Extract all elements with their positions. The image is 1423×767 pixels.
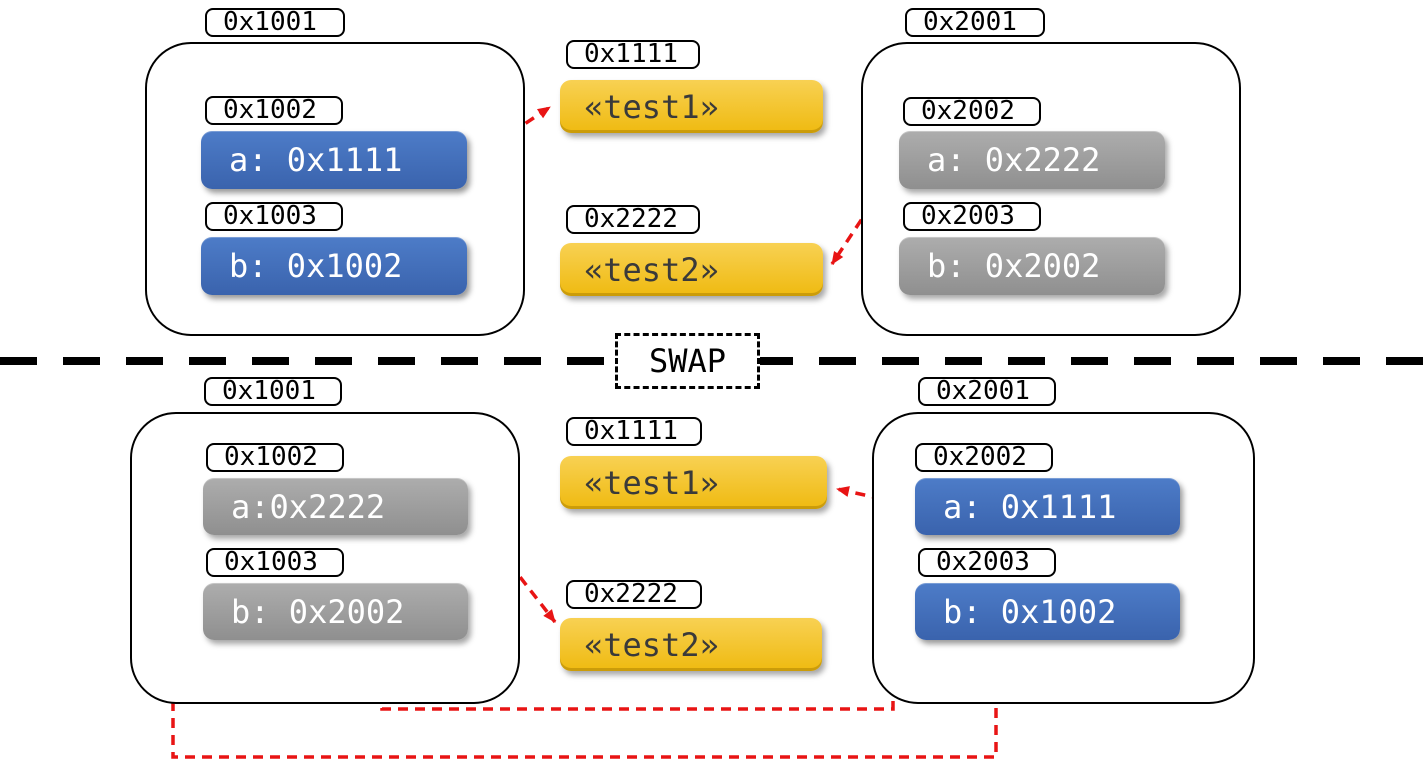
swap-label-box: SWAP [615, 333, 760, 389]
address-tab: 0x1003 [205, 202, 343, 231]
var-slot-a: a: 0x1111 [201, 131, 467, 189]
var-slot-b: b: 0x2002 [899, 237, 1165, 295]
var-slot-b: b: 0x1002 [201, 237, 467, 295]
string-object-test1: «test1» [560, 456, 827, 509]
string-object-test2: «test2» [560, 243, 823, 296]
address-tab: 0x1001 [204, 377, 342, 406]
address-tab: 0x1002 [206, 443, 344, 472]
var-slot-a: a:0x2222 [203, 478, 468, 535]
string-object-test1: «test1» [560, 80, 823, 133]
address-tab: 0x2222 [566, 580, 702, 609]
arrow-after-left-b-to-right-a [380, 506, 907, 711]
var-slot-a: a: 0x1111 [915, 478, 1180, 535]
address-tab: 0x2003 [903, 202, 1041, 231]
address-tab: 0x2002 [915, 443, 1053, 472]
address-tab: 0x2002 [903, 97, 1041, 126]
address-tab: 0x2001 [918, 377, 1056, 406]
address-tab: 0x1002 [205, 96, 343, 125]
address-tab: 0x1001 [205, 8, 345, 37]
var-slot-a: a: 0x2222 [899, 131, 1165, 189]
var-slot-b: b: 0x2002 [203, 583, 468, 640]
address-tab: 0x2001 [905, 8, 1045, 37]
address-tab: 0x1003 [206, 548, 344, 577]
address-tab: 0x1111 [566, 417, 702, 446]
var-slot-b: b: 0x1002 [915, 583, 1180, 640]
string-object-test2: «test2» [560, 618, 822, 671]
address-tab: 0x2003 [918, 548, 1056, 577]
address-tab: 0x2222 [566, 205, 700, 234]
address-tab: 0x1111 [566, 40, 700, 69]
